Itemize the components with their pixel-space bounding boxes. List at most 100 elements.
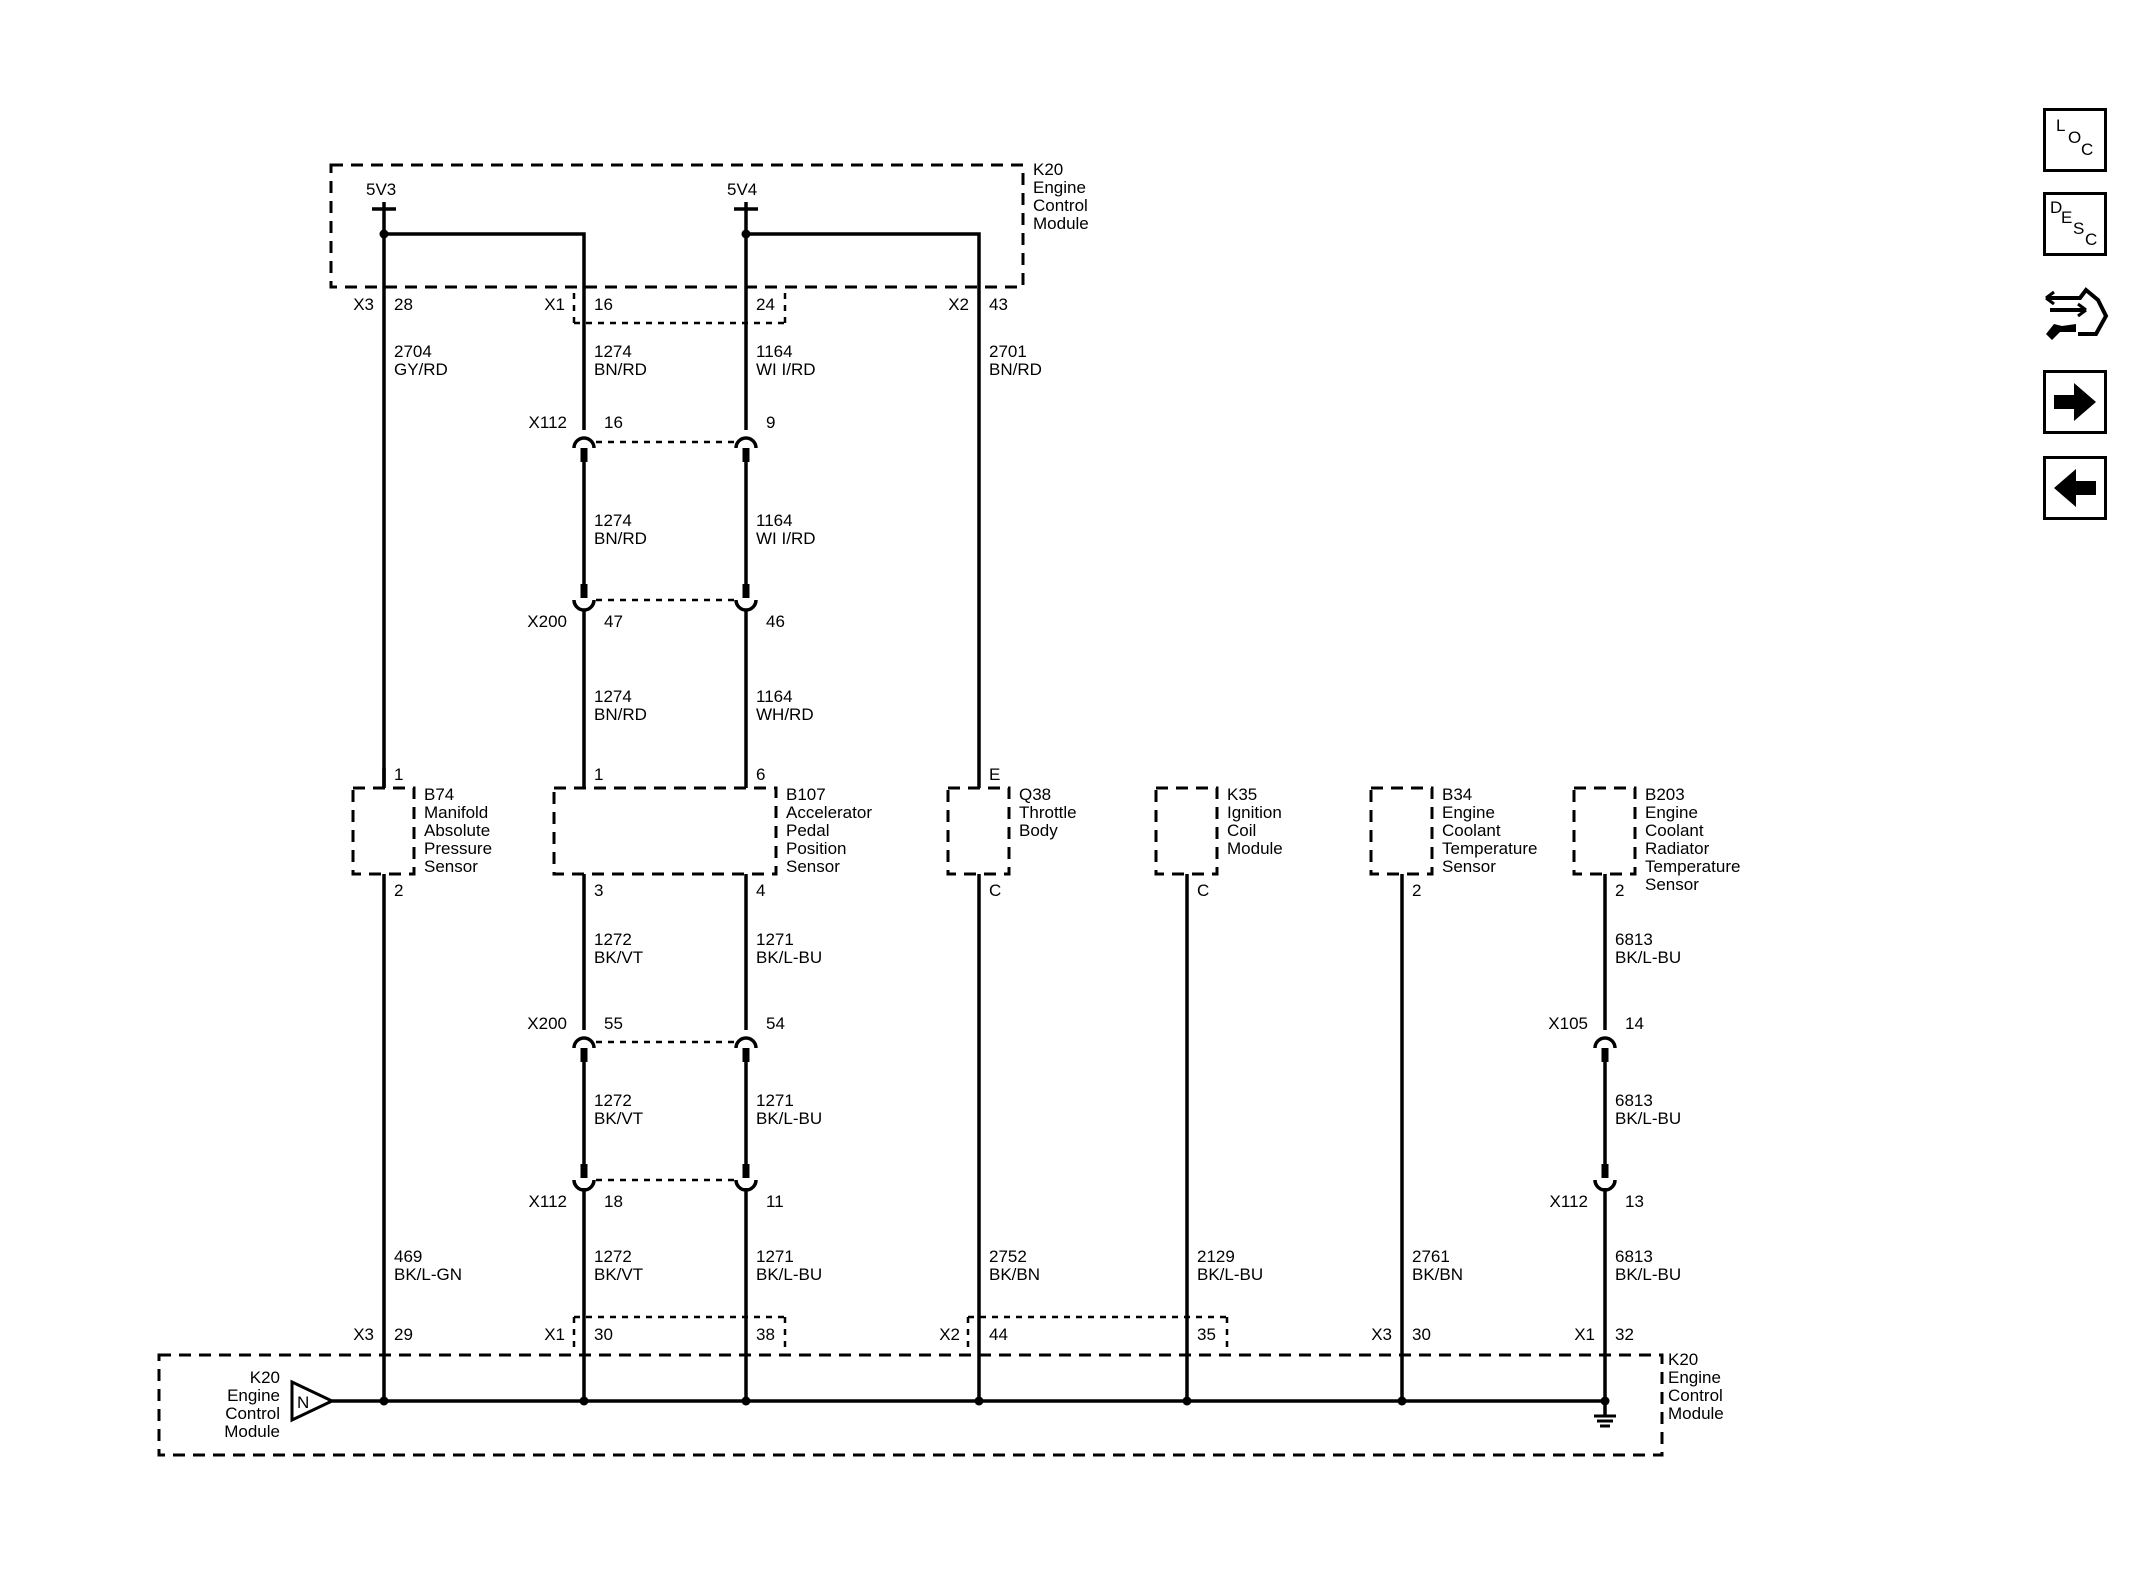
wire-6813c-num: 6813 (1615, 1247, 1653, 1266)
wire-2704-num: 2704 (394, 342, 432, 361)
previous-page-button[interactable] (2043, 456, 2107, 520)
left-ecm-line-2: Engine (227, 1386, 280, 1405)
b203-line-2: Engine (1645, 803, 1698, 822)
loc-letter-1: L (2056, 116, 2065, 135)
left-ecm-line-3: Control (225, 1404, 280, 1423)
b74-line-5: Sensor (424, 857, 478, 876)
x112-lower-pin-a: 18 (604, 1192, 623, 1211)
wire-1271a-num: 1271 (756, 930, 794, 949)
wire-1164c-num: 1164 (756, 687, 793, 706)
bottom-pin-c1-conn: X3 (353, 1325, 374, 1344)
b74-pin-bottom: 2 (394, 881, 403, 900)
left-ecm-label: K20 Engine Control Module (224, 1368, 280, 1441)
arrow-right-icon (2054, 383, 2096, 421)
b107-line-5: Sensor (786, 857, 840, 876)
bottom-ecm-ref: K20 (1668, 1350, 1698, 1369)
desc-letter-4: C (2085, 230, 2097, 249)
bottom-ecm-line-1: Engine (1668, 1368, 1721, 1387)
top-pin-c1-num: 28 (394, 295, 413, 314)
b107-line-2: Accelerator (786, 803, 872, 822)
wire-1272a-num: 1272 (594, 930, 632, 949)
bottom-ecm-label: K20 Engine Control Module (1668, 1350, 1724, 1423)
wire-1272c-num: 1272 (594, 1247, 632, 1266)
wire-1164b-color: WI I/RD (756, 529, 816, 548)
b203-pin-bottom: 2 (1615, 881, 1624, 900)
x200-upper-pin-b: 46 (766, 612, 785, 631)
b74-line-2: Manifold (424, 803, 488, 822)
x105-pin: 14 (1625, 1014, 1644, 1033)
x200-upper-pin-a: 47 (604, 612, 623, 631)
component-b74: 1 2 B74 Manifold Absolute Pressure Senso… (351, 765, 492, 900)
wire-1272c-color: BK/VT (594, 1265, 643, 1284)
x200-lower-pin-b: 54 (766, 1014, 785, 1033)
x112-right-name: X112 (1550, 1192, 1588, 1211)
wire-2752-num: 2752 (989, 1247, 1027, 1266)
supply-5v4-label: 5V4 (727, 180, 757, 199)
wire-469-color: BK/L-GN (394, 1265, 462, 1284)
wire-1271b-num: 1271 (756, 1091, 794, 1110)
reference-symbol: N (297, 1393, 309, 1412)
wire-6813a-color: BK/L-BU (1615, 948, 1681, 967)
wire-1274c-num: 1274 (594, 687, 632, 706)
wire-1272b-color: BK/VT (594, 1109, 643, 1128)
bottom-ecm-line-3: Module (1668, 1404, 1724, 1423)
wire-1272b-num: 1272 (594, 1091, 632, 1110)
next-page-button[interactable] (2043, 370, 2107, 434)
b74-line-1: B74 (424, 785, 454, 804)
component-b107: 1 6 3 4 B107 Accelerator Pedal Position … (552, 765, 872, 900)
b34-line-3: Coolant (1442, 821, 1501, 840)
q38-line-3: Body (1019, 821, 1058, 840)
component-b203: 2 B203 Engine Coolant Radiator Temperatu… (1572, 785, 1740, 900)
b203-line-5: Temperature (1645, 857, 1740, 876)
left-ecm-line-1: K20 (250, 1368, 280, 1387)
inline-connector-x200-upper: X200 47 46 (527, 584, 785, 631)
x112-right-pin: 13 (1625, 1192, 1644, 1211)
top-pin-c4-num: 43 (989, 295, 1008, 314)
loc-button[interactable]: L O C (2043, 108, 2107, 172)
top-ecm-line-2: Control (1033, 196, 1088, 215)
desc-letter-1: D (2050, 198, 2062, 217)
bottom-ecm-pins: X3 29 X1 30 38 X2 44 35 X3 30 X1 32 (353, 1315, 1634, 1347)
b203-line-6: Sensor (1645, 875, 1699, 894)
wire-2761-color: BK/BN (1412, 1265, 1463, 1284)
x200-lower-name: X200 (527, 1014, 567, 1033)
top-ecm-line-3: Module (1033, 214, 1089, 233)
b107-line-1: B107 (786, 785, 826, 804)
x112-upper-pin-b: 9 (766, 413, 775, 432)
desc-button[interactable]: D E S C (2043, 192, 2107, 256)
supply-5v3: 5V3 (366, 180, 396, 239)
component-q38: E C Q38 Throttle Body (946, 765, 1077, 900)
bottom-pin-c5-num: 35 (1197, 1325, 1216, 1344)
wire-2701-color: BN/RD (989, 360, 1042, 379)
ground-icon (1594, 1401, 1616, 1428)
component-k35: C K35 Ignition Coil Module (1154, 785, 1283, 900)
wire-1271a-color: BK/L-BU (756, 948, 822, 967)
connector-tool-icon[interactable] (2040, 276, 2110, 346)
inline-connector-x112-right: X112 13 (1550, 1164, 1644, 1211)
b34-line-4: Temperature (1442, 839, 1537, 858)
splice-dots (379, 1396, 1610, 1406)
bottom-pin-c6-conn: X3 (1371, 1325, 1392, 1344)
b34-pin-bottom: 2 (1412, 881, 1421, 900)
loc-letter-3: C (2081, 140, 2093, 159)
wire-1274c-color: BN/RD (594, 705, 647, 724)
b107-pin-bottom-a: 3 (594, 881, 603, 900)
bottom-pin-c6-num: 30 (1412, 1325, 1431, 1344)
top-pin-c3-num: 24 (756, 295, 775, 314)
b34-line-2: Engine (1442, 803, 1495, 822)
wire-2761-num: 2761 (1412, 1247, 1450, 1266)
b107-line-3: Pedal (786, 821, 829, 840)
bottom-ecm-box (157, 1353, 1664, 1457)
k35-line-3: Coil (1227, 821, 1256, 840)
wire-6813c-color: BK/L-BU (1615, 1265, 1681, 1284)
top-pin-c4-conn: X2 (948, 295, 969, 314)
wire-2129-color: BK/L-BU (1197, 1265, 1263, 1284)
reference-triangle-icon: N (290, 1379, 336, 1423)
top-pin-c2-num: 16 (594, 295, 613, 314)
wire-1274b-color: BN/RD (594, 529, 647, 548)
x112-upper-name: X112 (529, 413, 567, 432)
wire-2704-color: GY/RD (394, 360, 448, 379)
wire-1164a-color: WI I/RD (756, 360, 816, 379)
bottom-pin-c2-conn: X1 (544, 1325, 565, 1344)
k35-pin-bottom: C (1197, 881, 1209, 900)
